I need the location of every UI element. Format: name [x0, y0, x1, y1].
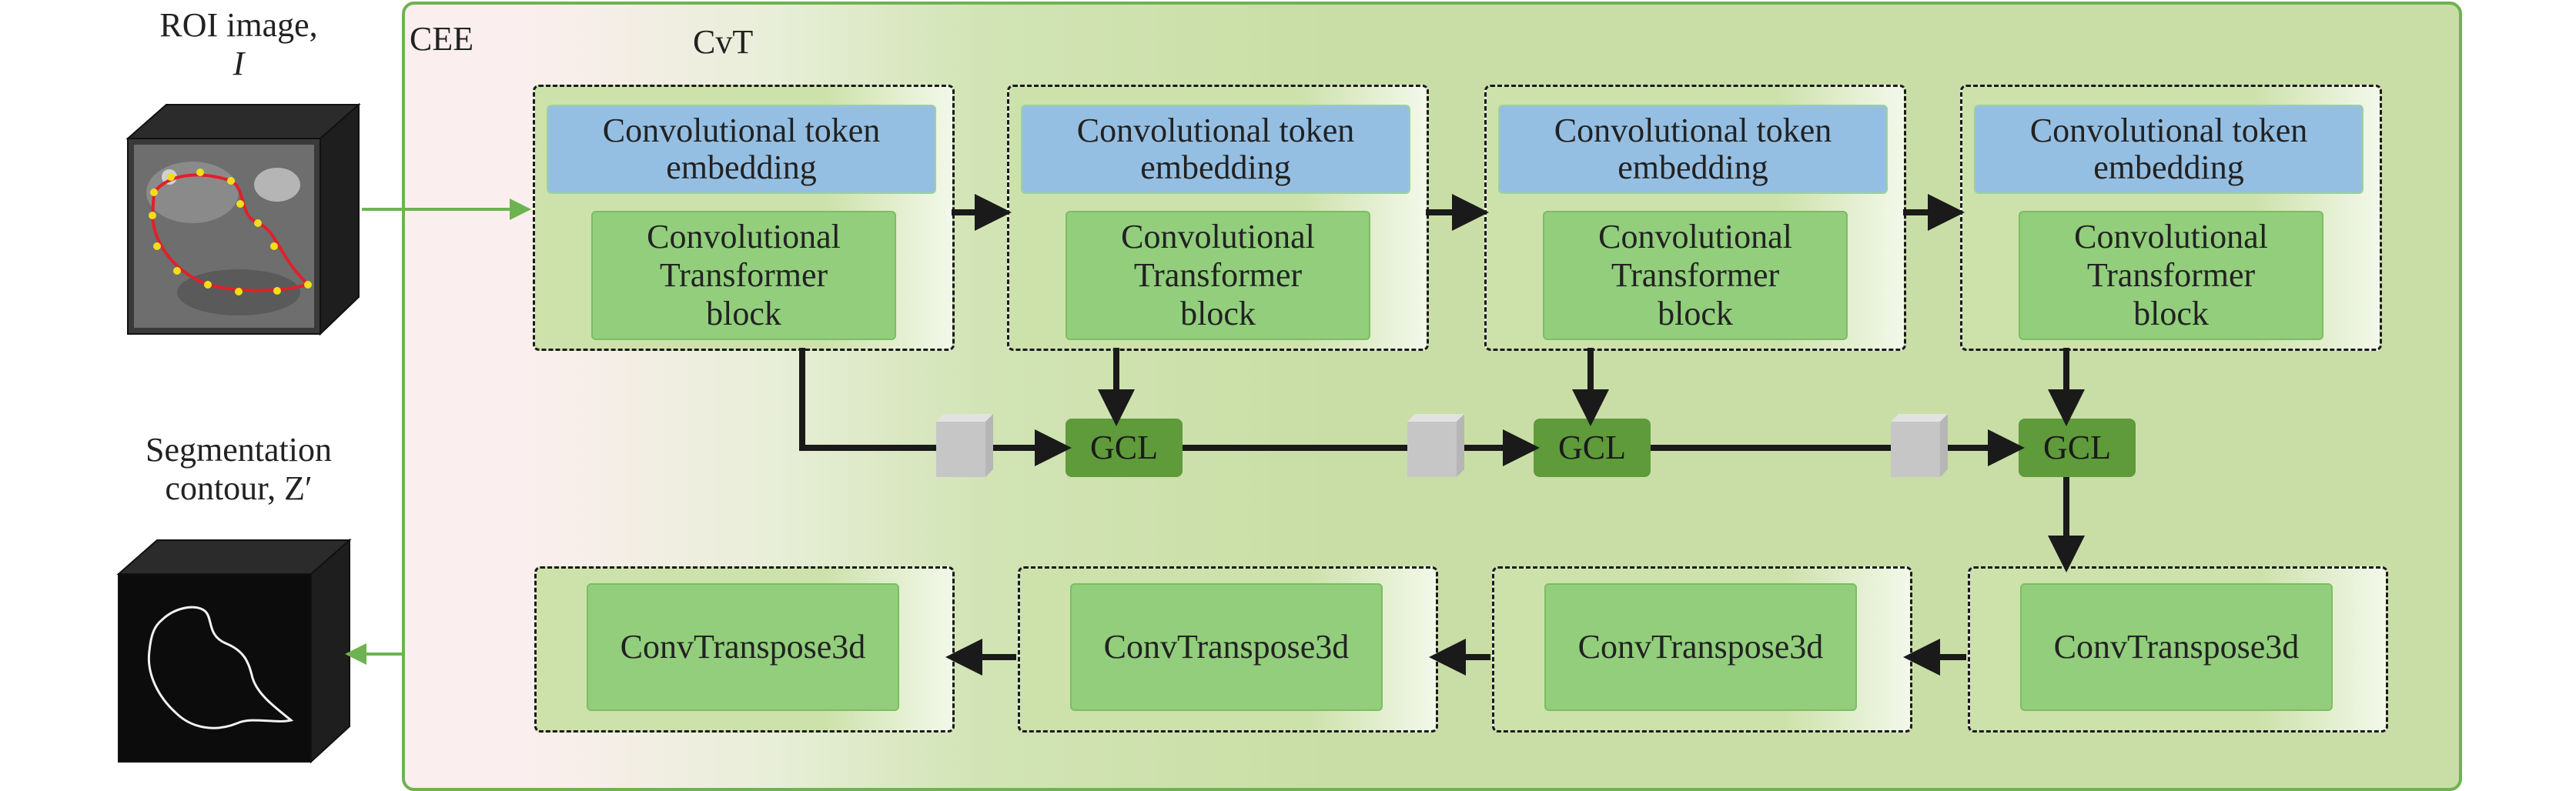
cee-label: CEE	[410, 20, 474, 58]
token-embedding-2-line1: Convolutional token	[1076, 112, 1355, 149]
transformer-block-4-line3: block	[2133, 295, 2209, 332]
token-embedding-4-line2: embedding	[2093, 149, 2244, 186]
token-embedding-1-line2: embedding	[666, 149, 817, 186]
gcl-node-2: GCL	[1534, 419, 1651, 477]
roi-cube-side	[319, 102, 360, 336]
transformer-block-4-line2: Transformer	[2086, 256, 2256, 294]
cvt-label: CvT	[693, 23, 754, 61]
roi-image-volume	[125, 102, 361, 336]
transformer-block-3-line2: Transformer	[1611, 256, 1780, 294]
convtranspose3d-3: ConvTranspose3d	[1544, 583, 1857, 711]
token-embedding-4-line1: Convolutional token	[2029, 112, 2308, 149]
gcl-node-1: GCL	[1066, 419, 1183, 477]
roi-yellow-points	[149, 169, 312, 295]
token-embedding-3-line2: embedding	[1618, 149, 1768, 186]
token-embedding-3-line1: Convolutional token	[1554, 112, 1832, 149]
transformer-block-3-line3: block	[1658, 295, 1733, 332]
token-embedding-1-line1: Convolutional token	[602, 112, 881, 149]
convtranspose3d-1: ConvTranspose3d	[587, 583, 899, 711]
token-embedding-2-line2: embedding	[1140, 149, 1291, 186]
transformer-block-1-line3: block	[706, 295, 781, 332]
transformer-block-3-line1: Convolutional	[1598, 218, 1792, 255]
output-cube-front	[118, 573, 312, 763]
transformer-block-2-line3: block	[1180, 295, 1256, 332]
input-label-line1: ROI image,	[159, 6, 318, 44]
roi-red-contour	[150, 173, 311, 292]
output-cube-side	[310, 538, 350, 764]
output-label-line2: contour, Z′	[165, 469, 313, 507]
transformer-block-4-line1: Convolutional	[2074, 218, 2268, 255]
transformer-block-2-line1: Convolutional	[1121, 218, 1315, 255]
output-cube-top	[116, 539, 352, 575]
input-label-line2: I	[233, 45, 245, 82]
convtranspose3d-4: ConvTranspose3d	[2020, 583, 2333, 711]
transformer-block-1-line1: Convolutional	[647, 218, 841, 255]
transformer-block-2-line2: Transformer	[1133, 256, 1303, 294]
output-label: Segmentation contour, Z′	[92, 431, 385, 508]
roi-cube-top	[125, 104, 361, 139]
segmentation-contour-volume	[116, 538, 352, 764]
input-label: ROI image, I	[100, 6, 377, 83]
output-white-contour	[147, 606, 294, 729]
gcl-node-3: GCL	[2019, 419, 2136, 477]
convtranspose3d-2: ConvTranspose3d	[1070, 583, 1383, 711]
transformer-block-1-line2: Transformer	[659, 256, 828, 294]
output-label-line1: Segmentation	[146, 431, 332, 469]
